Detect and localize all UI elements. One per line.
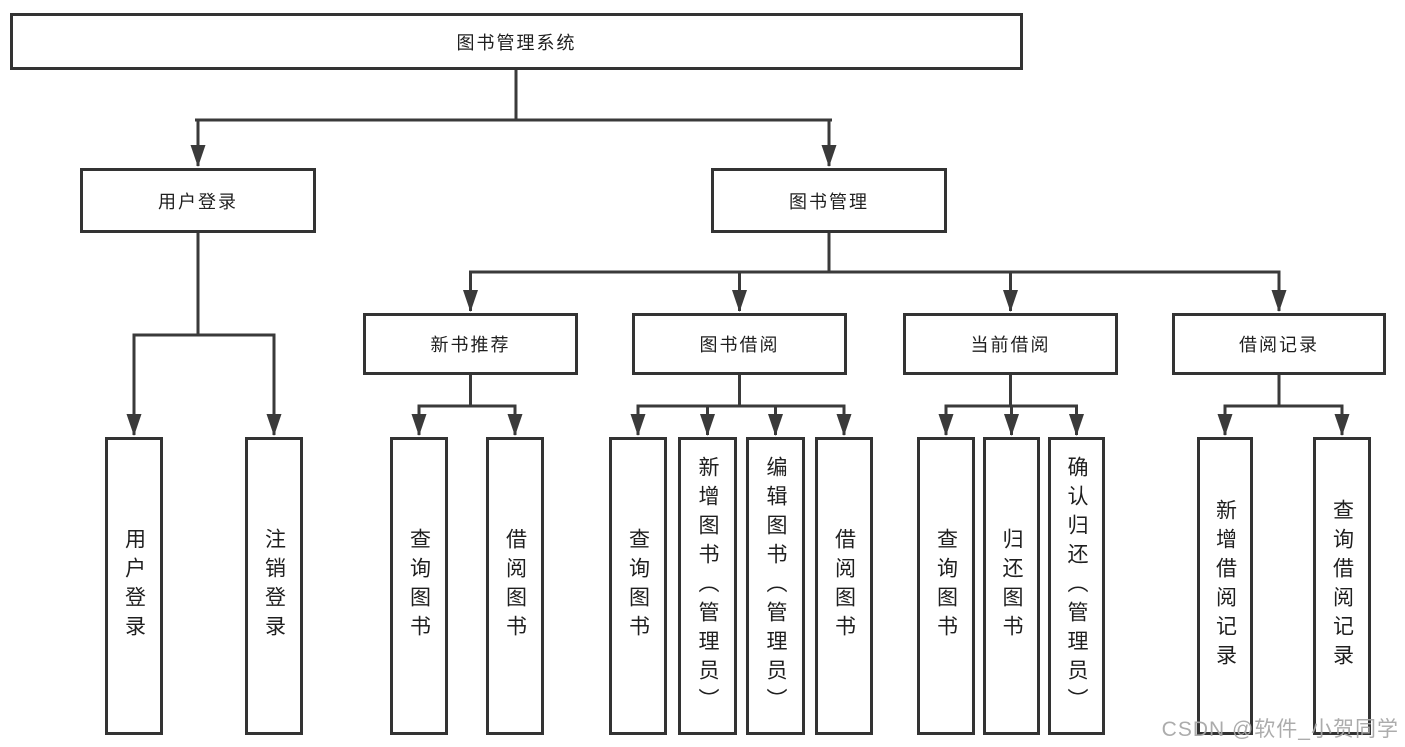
node-user-login: 用户登录 — [80, 168, 316, 233]
csdn-watermark: CSDN @软件_小贺同学 — [1161, 718, 1399, 741]
node-book-management-label: 图书管理 — [789, 191, 869, 212]
node-root-label: 图书管理系统 — [456, 32, 577, 53]
node-leaf-label: 编辑图书（管理员） — [764, 455, 787, 717]
node-leaf-cb-return-book: 归还图书 — [983, 437, 1040, 735]
node-leaf-cb-query-book: 查询图书 — [917, 437, 975, 735]
node-leaf-bb-add-book-admin: 新增图书（管理员） — [678, 437, 737, 735]
node-leaf-cb-confirm-return-admin: 确认归还（管理员） — [1048, 437, 1105, 735]
node-leaf-bb-edit-book-admin: 编辑图书（管理员） — [746, 437, 805, 735]
node-leaf-label: 查询图书 — [407, 528, 431, 644]
node-leaf-label: 查询借阅记录 — [1330, 499, 1354, 673]
node-leaf-label: 归还图书 — [1000, 528, 1023, 644]
node-leaf-label: 新增借阅记录 — [1213, 499, 1237, 673]
node-current-borrow: 当前借阅 — [903, 313, 1118, 375]
node-book-management: 图书管理 — [711, 168, 947, 233]
node-leaf-label: 查询图书 — [626, 528, 650, 644]
node-borrow-record-label: 借阅记录 — [1239, 335, 1319, 355]
node-new-book-recommend: 新书推荐 — [363, 313, 578, 375]
node-book-borrow-label: 图书借阅 — [699, 335, 780, 355]
node-leaf-label: 查询图书 — [934, 528, 958, 644]
node-leaf-nb-borrow-book: 借阅图书 — [486, 437, 544, 735]
node-leaf-label: 用户登录 — [122, 528, 146, 644]
node-leaf-label: 借阅图书 — [832, 528, 856, 644]
node-leaf-br-query-record: 查询借阅记录 — [1313, 437, 1371, 735]
node-leaf-user-login: 用户登录 — [105, 437, 163, 735]
node-leaf-label: 确认归还（管理员） — [1065, 455, 1088, 717]
node-leaf-label: 借阅图书 — [503, 528, 527, 644]
node-leaf-br-add-record: 新增借阅记录 — [1197, 437, 1253, 735]
node-new-book-recommend-label: 新书推荐 — [430, 335, 511, 355]
node-book-borrow: 图书借阅 — [632, 313, 847, 375]
node-user-login-label: 用户登录 — [158, 191, 238, 212]
node-current-borrow-label: 当前借阅 — [970, 335, 1051, 355]
node-leaf-label: 注销登录 — [262, 528, 286, 644]
node-leaf-nb-query-book: 查询图书 — [390, 437, 448, 735]
node-leaf-logout: 注销登录 — [245, 437, 303, 735]
node-root: 图书管理系统 — [10, 13, 1023, 70]
node-leaf-bb-borrow-book: 借阅图书 — [815, 437, 873, 735]
node-borrow-record: 借阅记录 — [1172, 313, 1386, 375]
node-leaf-bb-query-book: 查询图书 — [609, 437, 667, 735]
node-leaf-label: 新增图书（管理员） — [696, 455, 719, 717]
